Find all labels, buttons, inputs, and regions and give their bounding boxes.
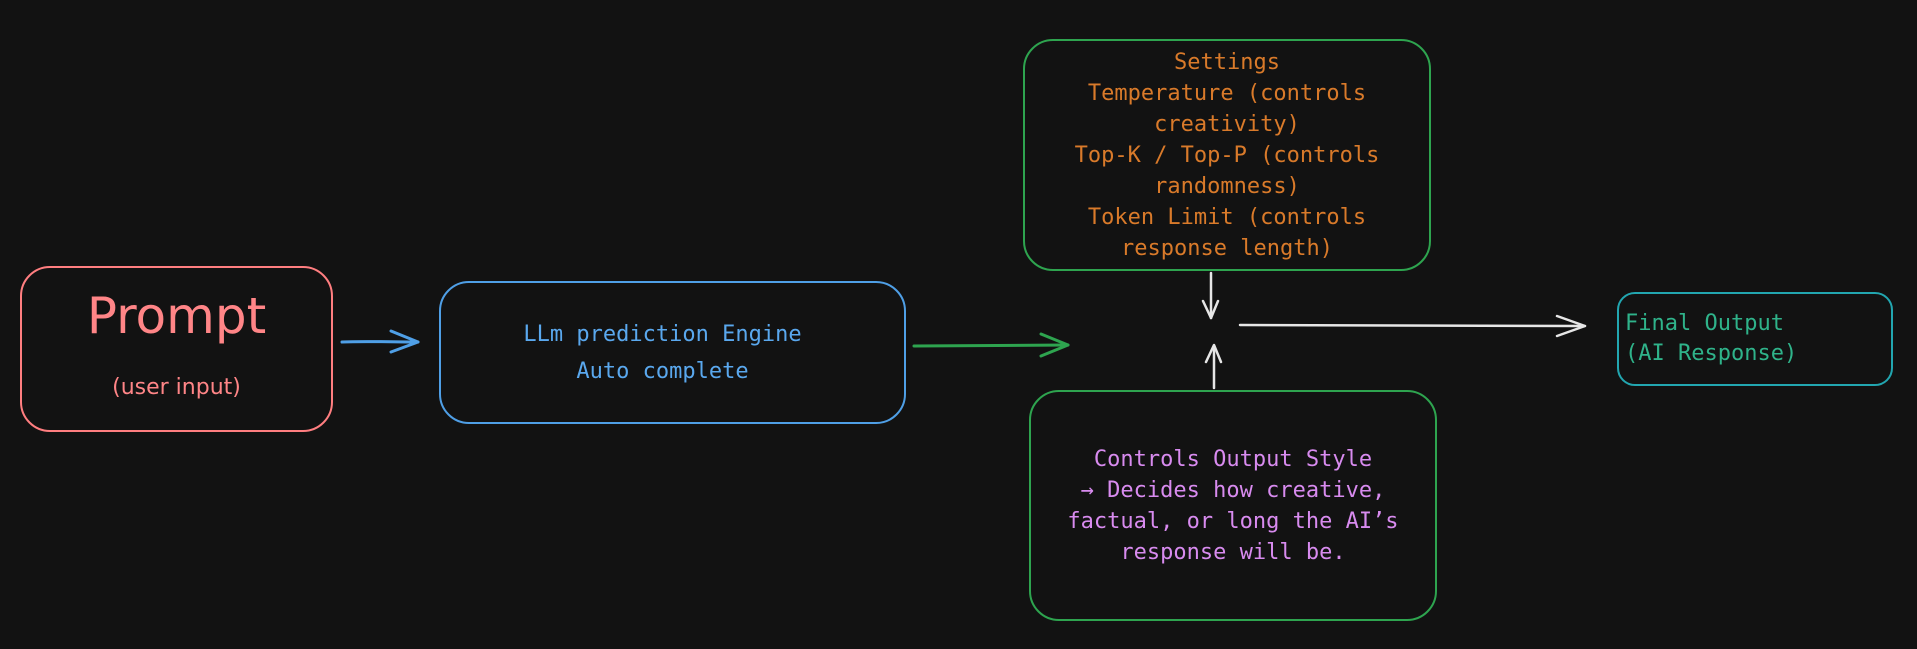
settings-line: response length)	[1121, 235, 1333, 261]
final-output-title: Final Output	[1625, 311, 1784, 336]
arrow-settings-down	[1201, 271, 1220, 320]
settings-line: Token Limit (controls	[1087, 204, 1367, 230]
arrow-controls-up	[1204, 343, 1223, 390]
settings-line: creativity)	[1154, 111, 1300, 137]
settings-line: Top-K / Top-P (controls	[1074, 142, 1380, 168]
controls-line: response will be.	[1120, 539, 1346, 565]
prompt-title: Prompt	[86, 286, 267, 345]
settings-line: randomness)	[1154, 173, 1300, 199]
arrow-to-final-output	[1238, 314, 1587, 338]
settings-line: Temperature (controls	[1087, 80, 1367, 106]
controls-output-style-box: Controls Output Style → Decides how crea…	[1029, 390, 1437, 621]
llm-engine-box: LLm prediction Engine Auto complete	[439, 281, 906, 424]
settings-heading: Settings	[1174, 49, 1280, 75]
controls-line: → Decides how creative,	[1080, 477, 1386, 503]
arrow-llm-to-junction	[912, 332, 1070, 358]
controls-heading: Controls Output Style	[1093, 446, 1373, 472]
controls-line: factual, or long the AI’s	[1067, 508, 1399, 534]
final-output-box: Final Output (AI Response)	[1617, 292, 1893, 386]
llm-engine-title: LLm prediction Engine	[523, 321, 802, 347]
llm-engine-subtitle: Auto complete	[576, 358, 749, 384]
prompt-box: Prompt (user input)	[20, 266, 333, 432]
prompt-subtitle: (user input)	[112, 374, 241, 400]
settings-box: Settings Temperature (controls creativit…	[1023, 39, 1431, 271]
arrow-prompt-to-llm	[340, 329, 420, 354]
final-output-subtitle: (AI Response)	[1625, 341, 1798, 366]
